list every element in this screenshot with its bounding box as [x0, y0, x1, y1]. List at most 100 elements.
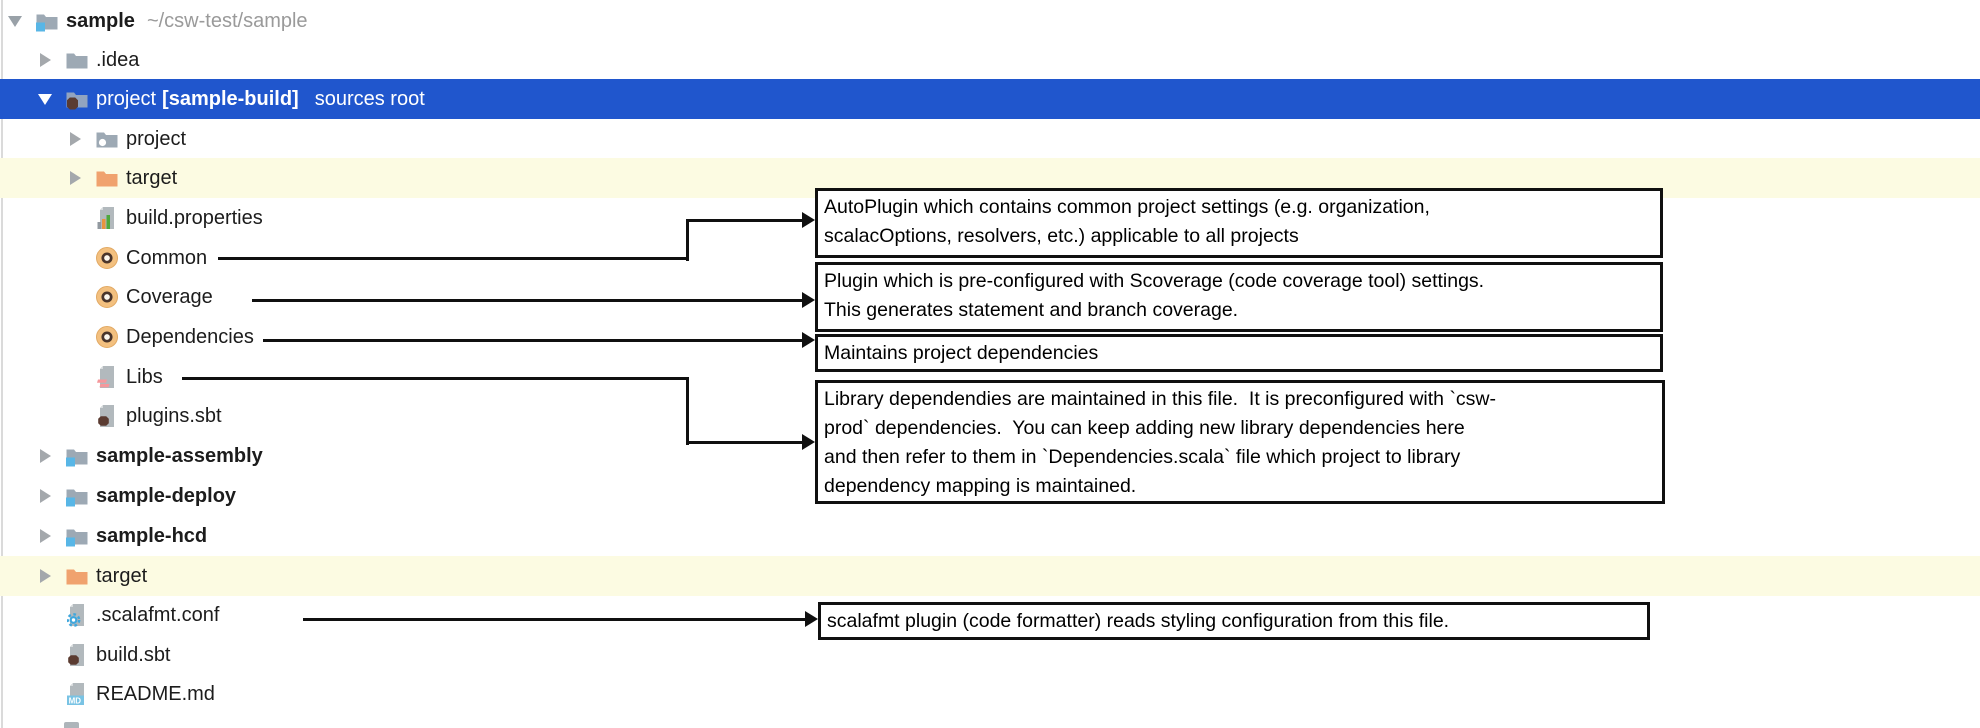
arrow-line: [686, 377, 689, 445]
arrow-line: [182, 377, 689, 380]
excluded-folder-icon: [94, 127, 120, 151]
chevron-triangle: [8, 15, 22, 27]
scala-object-icon: [94, 285, 120, 309]
tree-item-plugins-sbt[interactable]: plugins.sbt: [0, 396, 1980, 436]
arrow-line: [252, 299, 805, 302]
tree-item-common[interactable]: Common: [0, 238, 1980, 278]
sbt-folder-icon: [64, 87, 90, 111]
arrow-line: [686, 219, 689, 261]
chevron-spacer: [68, 289, 82, 305]
tree-item-project[interactable]: project[sample-build] sources root: [0, 79, 1980, 119]
arrowhead-icon: [805, 611, 818, 627]
chevron-right-icon[interactable]: [68, 131, 82, 147]
arrowhead-icon: [802, 332, 815, 348]
chevron-right-icon[interactable]: [68, 170, 82, 186]
callout-box-common: AutoPlugin which contains common project…: [815, 188, 1663, 258]
callout-line: This generates statement and branch cove…: [824, 299, 1239, 321]
tree-item-dependencies[interactable]: Dependencies: [0, 317, 1980, 357]
callout-line: AutoPlugin which contains common project…: [824, 196, 1430, 218]
tree-item-label: sample-assembly: [96, 444, 263, 467]
chevron-spacer: [68, 250, 82, 266]
conf-file-icon: [64, 603, 90, 627]
folder-icon: [64, 48, 90, 72]
tree-item--idea[interactable]: .idea: [0, 40, 1980, 80]
chevron-right-icon[interactable]: [38, 568, 52, 584]
chevron-spacer: [68, 210, 82, 226]
properties-file-icon: [94, 206, 120, 230]
tree-item-project[interactable]: project: [0, 119, 1980, 159]
arrow-line: [263, 339, 805, 342]
tree-item-label: build.sbt: [96, 643, 171, 666]
scala-file-icon: [94, 365, 120, 389]
sbt-file-icon: [64, 643, 90, 667]
chevron-right-icon[interactable]: [38, 52, 52, 68]
chevron-triangle: [39, 489, 51, 503]
chevron-triangle: [69, 132, 81, 146]
tree-item-libs[interactable]: Libs: [0, 357, 1980, 397]
scala-object-icon: [94, 325, 120, 349]
chevron-spacer: [38, 607, 52, 623]
tree-item-readme-md[interactable]: MD README.md: [0, 674, 1980, 714]
chevron-triangle: [69, 171, 81, 185]
tree-item-build-sbt[interactable]: build.sbt: [0, 635, 1980, 675]
tree-item-label: Coverage: [126, 285, 213, 308]
chevron-spacer: [38, 686, 52, 702]
callout-line: prod` dependencies. You can keep adding …: [824, 417, 1465, 439]
chevron-triangle: [38, 93, 52, 105]
arrow-line: [686, 441, 805, 444]
tree-item-target[interactable]: target: [0, 556, 1980, 596]
arrowhead-icon: [802, 434, 815, 450]
tree-item-label: target: [96, 564, 148, 587]
tree-item-sample-hcd[interactable]: sample-hcd: [0, 516, 1980, 556]
partial-next-row-icon: [64, 722, 79, 728]
tree-item-label: project: [126, 127, 187, 150]
arrow-line: [686, 219, 805, 222]
tree-item-label: Common: [126, 246, 208, 269]
svg-text:MD: MD: [69, 697, 82, 706]
arrow-line: [218, 257, 689, 260]
chevron-right-icon[interactable]: [38, 528, 52, 544]
chevron-right-icon[interactable]: [38, 448, 52, 464]
chevron-spacer: [68, 369, 82, 385]
panel-left-border: [1, 0, 3, 728]
callout-box-dependencies: Maintains project dependencies: [815, 334, 1663, 372]
chevron-triangle: [39, 529, 51, 543]
md-file-icon: MD: [64, 682, 90, 706]
module-folder-icon: [64, 484, 90, 508]
module-folder-icon: [34, 9, 60, 33]
callout-line: Plugin which is pre-configured with Scov…: [824, 270, 1485, 292]
callout-line: scalacOptions, resolvers, etc.) applicab…: [824, 225, 1299, 247]
tree-item-suffix: sources root: [314, 87, 425, 110]
arrow-line: [303, 618, 808, 621]
chevron-spacer: [38, 647, 52, 663]
tree-item-label: target: [126, 166, 178, 189]
tree-item-label: .scalafmt.conf: [96, 603, 220, 626]
tree-item-sample-assembly[interactable]: sample-assembly: [0, 436, 1980, 476]
chevron-down-icon[interactable]: [8, 13, 22, 29]
tree-item-sample[interactable]: sample~/csw-test/sample: [0, 1, 1980, 41]
tree-item-label: project: [96, 87, 157, 110]
chevron-right-icon[interactable]: [38, 488, 52, 504]
chevron-spacer: [68, 329, 82, 345]
callout-box-libs: Library dependendies are maintained in t…: [815, 380, 1665, 504]
callout-line: scalafmt plugin (code formatter) reads s…: [827, 610, 1450, 632]
tree-item--scalafmt-conf[interactable]: .scalafmt.conf: [0, 595, 1980, 635]
callout-box-coverage: Plugin which is pre-configured with Scov…: [815, 262, 1663, 332]
project-path: ~/csw-test/sample: [146, 9, 308, 32]
tree-item-label: README.md: [96, 682, 215, 705]
tree-item-build-properties[interactable]: build.properties: [0, 198, 1980, 238]
tree-item-label: sample-deploy: [96, 484, 237, 507]
tree-item-sample-deploy[interactable]: sample-deploy: [0, 476, 1980, 516]
sbt-file-icon: [94, 404, 120, 428]
tree-item-label-bold: [sample-build]: [162, 87, 299, 110]
callout-box--scalafmt-conf: scalafmt plugin (code formatter) reads s…: [818, 602, 1650, 640]
tree-item-label: plugins.sbt: [126, 404, 222, 427]
tree-item-label: .idea: [96, 48, 140, 71]
target-folder-icon: [64, 564, 90, 588]
tree-item-coverage[interactable]: Coverage: [0, 277, 1980, 317]
tree-item-label: Dependencies: [126, 325, 254, 348]
scala-object-icon: [94, 246, 120, 270]
arrowhead-icon: [802, 212, 815, 228]
chevron-down-icon[interactable]: [38, 91, 52, 107]
